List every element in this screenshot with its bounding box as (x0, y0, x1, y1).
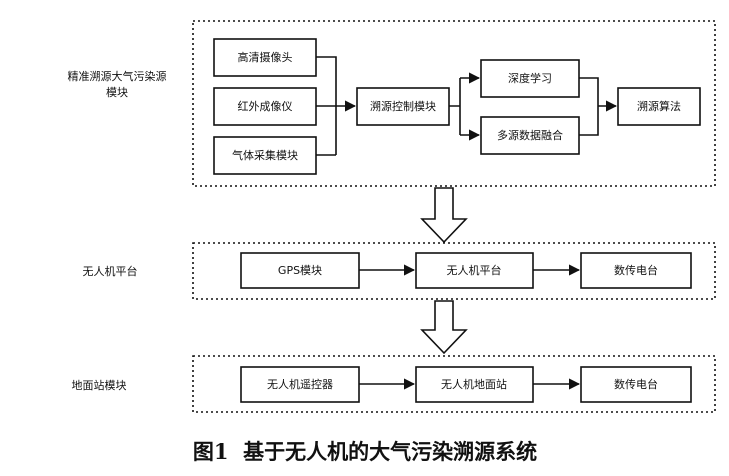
node-deep-learning-label: 深度学习 (508, 71, 552, 85)
node-ground-station-label: 无人机地面站 (441, 377, 507, 391)
node-hd-camera (213, 38, 317, 77)
node-ground-radio-label: 数传电台 (614, 377, 658, 391)
group-label-ground-station: 地面站模块 (72, 378, 127, 392)
flow-arrow-source-to-platform (420, 187, 468, 244)
group-ground-station (192, 355, 716, 413)
node-gas-sampler-label: 气体采集模块 (232, 148, 298, 162)
node-trace-control-label: 溯源控制模块 (370, 99, 436, 113)
node-data-fusion-label: 多源数据融合 (497, 128, 563, 142)
wire-sensors-merge (316, 56, 337, 156)
node-platform-radio (580, 252, 692, 289)
node-trace-algorithm-label: 溯源算法 (637, 99, 681, 113)
group-uav-platform (192, 242, 716, 300)
node-remote-controller (240, 366, 360, 403)
node-hd-camera-label: 高清摄像头 (238, 50, 293, 64)
node-uav (415, 252, 534, 289)
node-trace-algorithm (617, 87, 701, 126)
node-gps-label: GPS模块 (278, 264, 322, 277)
wire-to-algorithm-merge (579, 77, 599, 136)
node-ground-radio (580, 366, 692, 403)
wire-control-split (449, 78, 461, 135)
group-source-module (192, 20, 716, 187)
node-platform-radio-label: 数传电台 (614, 263, 658, 277)
flow-arrow-platform-to-ground (420, 300, 468, 355)
group-label-source-line1: 精准溯源大气污染源 (68, 69, 167, 83)
node-gps (240, 252, 360, 289)
node-uav-label: 无人机平台 (447, 263, 502, 277)
group-label-uav-platform: 无人机平台 (83, 264, 138, 278)
figure-caption: 图1 基于无人机的大气污染溯源系统 (193, 439, 537, 464)
node-deep-learning (480, 59, 580, 98)
node-data-fusion (480, 116, 580, 155)
node-ground-station (415, 366, 534, 403)
node-ir-imager-label: 红外成像仪 (238, 100, 293, 113)
group-label-source-line2: 模块 (106, 86, 128, 99)
node-remote-controller-label: 无人机遥控器 (267, 377, 333, 391)
